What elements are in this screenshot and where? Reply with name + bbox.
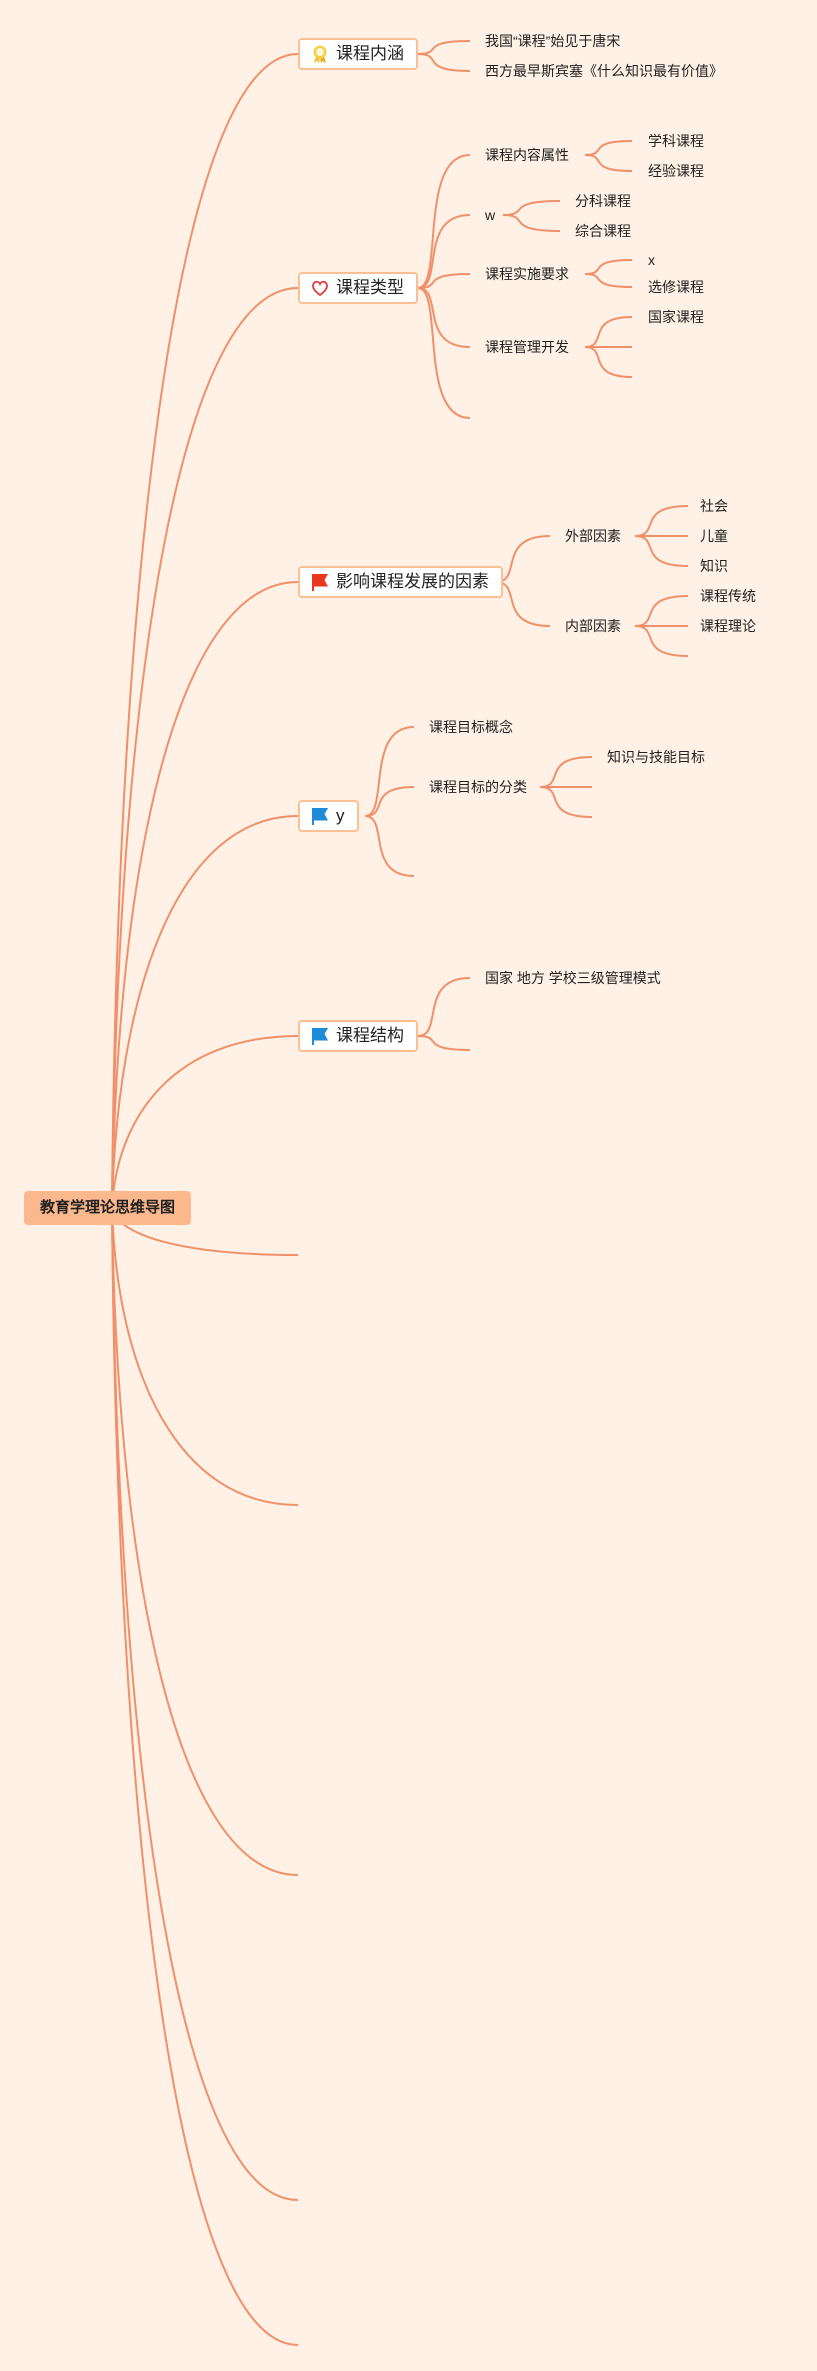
- root-connector-line: [111, 53, 299, 1209]
- topic-connector: [417, 1035, 471, 1051]
- subtopic-management-development[interactable]: 课程管理开发: [485, 339, 569, 355]
- subtopic-subject-course[interactable]: 学科课程: [648, 133, 704, 149]
- heart-icon: [310, 278, 330, 298]
- subtopic-goal-classification[interactable]: 课程目标的分类: [429, 779, 527, 795]
- topic-label: 影响课程发展的因素: [336, 572, 489, 591]
- award-ribbon-icon: [310, 44, 330, 64]
- subtopic-x[interactable]: x: [648, 252, 655, 268]
- subtopic-course-tradition[interactable]: 课程传统: [700, 588, 756, 604]
- sub-connector: [502, 200, 561, 216]
- root-connector-line: [111, 1207, 299, 1506]
- subtopic-national-course[interactable]: 国家课程: [648, 309, 704, 325]
- root-node[interactable]: 教育学理论思维导图: [24, 1191, 192, 1225]
- topic-kecheng-leixing[interactable]: 课程类型: [298, 272, 418, 304]
- topic-connector: [417, 273, 471, 289]
- subtopic-internal-factors[interactable]: 内部因素: [565, 618, 621, 634]
- root-connector-line: [111, 1207, 299, 2201]
- subtopic-experience-course[interactable]: 经验课程: [648, 163, 704, 179]
- blue-flag-icon: [310, 1026, 330, 1046]
- subtopic-three-level-model[interactable]: 国家 地方 学校三级管理模式: [485, 970, 661, 986]
- topic-connector: [417, 53, 471, 72]
- root-connector-line: [111, 287, 299, 1209]
- subtopic-integrated-course[interactable]: 综合课程: [575, 223, 631, 239]
- subtopic-external-factors[interactable]: 外部因素: [565, 528, 621, 544]
- subtopic-implementation[interactable]: 课程实施要求: [485, 266, 569, 282]
- sub-connector: [634, 535, 689, 567]
- topic-connector: [417, 154, 471, 289]
- subtopic-society[interactable]: 社会: [700, 498, 728, 514]
- topic-connector: [417, 977, 471, 1037]
- sub-connector: [634, 595, 689, 627]
- topic-connector: [417, 40, 471, 55]
- subtopic-content-attribute[interactable]: 课程内容属性: [485, 147, 569, 163]
- topic-connector: [417, 287, 471, 348]
- topic-connector: [364, 815, 415, 877]
- topic-label: y: [336, 806, 345, 825]
- sub-connector: [584, 273, 633, 288]
- sub-connector: [502, 214, 561, 232]
- sub-connector: [584, 346, 633, 378]
- sub-connector: [584, 259, 633, 275]
- subtopic-elective-course[interactable]: 选修课程: [648, 279, 704, 295]
- topic-label: 课程结构: [336, 1026, 404, 1045]
- sub-connector: [634, 505, 689, 537]
- subtopic-knowledge[interactable]: 知识: [700, 558, 728, 574]
- topic-kecheng-neihan[interactable]: 课程内涵: [298, 38, 418, 70]
- subtopic-origin-west[interactable]: 西方最早斯宾塞《什么知识最有价值》: [485, 63, 723, 79]
- topic-connector: [364, 726, 415, 817]
- topic-connector: [417, 214, 471, 289]
- sub-connector: [634, 625, 689, 657]
- topic-connector: [495, 581, 551, 627]
- root-connector-line: [111, 1035, 299, 1209]
- red-flag-icon: [310, 572, 330, 592]
- sub-connector: [539, 756, 593, 788]
- topic-connector: [417, 287, 471, 419]
- topic-connector: [495, 535, 551, 583]
- subtopic-goal-concept[interactable]: 课程目标概念: [429, 719, 513, 735]
- topic-label: 课程类型: [336, 278, 404, 297]
- subtopic-course-theory[interactable]: 课程理论: [700, 618, 756, 634]
- topic-kecheng-jiegou[interactable]: 课程结构: [298, 1020, 418, 1052]
- root-connector-line: [111, 815, 299, 1209]
- sub-connector: [539, 786, 593, 818]
- blue-flag-icon: [310, 806, 330, 826]
- root-connector-line: [111, 581, 299, 1209]
- sub-connector: [584, 154, 633, 172]
- topic-label: 课程内涵: [336, 44, 404, 63]
- subtopic-w[interactable]: w: [485, 207, 496, 223]
- topic-y[interactable]: y: [298, 800, 359, 832]
- topic-yingxiang-yinsu[interactable]: 影响课程发展的因素: [298, 566, 503, 598]
- topic-connector: [364, 786, 415, 817]
- sub-connector: [584, 140, 633, 156]
- sub-connector: [584, 316, 633, 348]
- subtopic-separate-course[interactable]: 分科课程: [575, 193, 631, 209]
- subtopic-children[interactable]: 儿童: [700, 528, 728, 544]
- root-connector-line: [111, 1207, 299, 2346]
- root-connector-line: [111, 1207, 299, 1876]
- subtopic-origin-china[interactable]: 我国“课程”始见于唐宋: [485, 33, 621, 49]
- subtopic-knowledge-skill-goal[interactable]: 知识与技能目标: [607, 749, 705, 765]
